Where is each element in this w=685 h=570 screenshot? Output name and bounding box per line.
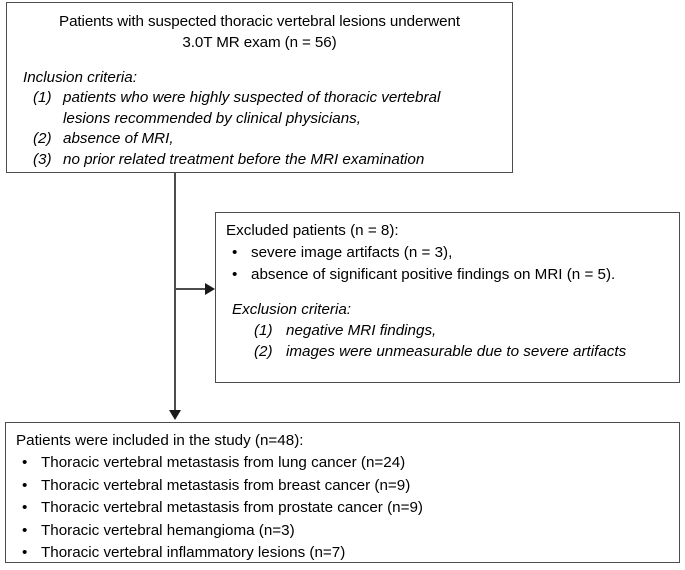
list-item-label: severe image artifacts (n = 3), bbox=[251, 244, 453, 261]
list-item: • Thoracic vertebral metastasis from pro… bbox=[16, 497, 669, 520]
exclusion-criteria-number: (2) bbox=[254, 343, 273, 360]
exclusion-criteria-text: images were unmeasurable due to severe a… bbox=[286, 343, 627, 360]
enrollment-title-line-1: Patients with suspected thoracic vertebr… bbox=[59, 13, 460, 30]
exclusion-criteria-item: (1) negative MRI findings, bbox=[226, 320, 669, 341]
exclusion-criteria-heading: Exclusion criteria: bbox=[232, 301, 352, 318]
bullet-icon: • bbox=[22, 499, 28, 516]
bullet-icon: • bbox=[22, 544, 28, 561]
inclusion-criteria-text: no prior related treatment before the MR… bbox=[63, 150, 425, 168]
list-item: • Thoracic vertebral hemangioma (n=3) bbox=[16, 520, 669, 543]
list-item-label: Thoracic vertebral metastasis from prost… bbox=[41, 499, 423, 516]
list-item-label: Thoracic vertebral inflammatory lesions … bbox=[41, 544, 346, 561]
inclusion-criteria-text: absence of MRI, bbox=[63, 130, 174, 147]
inclusion-criteria-number: (2) bbox=[33, 130, 52, 147]
inclusion-criteria-number: (3) bbox=[33, 150, 52, 168]
included-heading: Patients were included in the study (n=4… bbox=[16, 432, 304, 449]
list-item: • Thoracic vertebral metastasis from lun… bbox=[16, 452, 669, 475]
inclusion-criteria-text: patients who were highly suspected of th… bbox=[63, 88, 512, 129]
enrollment-box: Patients with suspected thoracic vertebr… bbox=[6, 2, 513, 173]
list-item-label: Thoracic vertebral metastasis from breas… bbox=[41, 476, 411, 494]
bullet-icon: • bbox=[232, 266, 238, 283]
list-item-label: Thoracic vertebral metastasis from lung … bbox=[41, 454, 406, 471]
inclusion-criteria-list: (1) patients who were highly suspected o… bbox=[7, 88, 512, 170]
list-item-label: Thoracic vertebral hemangioma (n=3) bbox=[41, 521, 295, 539]
bullet-icon: • bbox=[22, 476, 28, 494]
excluded-bullet-list: • severe image artifacts (n = 3), • abse… bbox=[226, 242, 669, 286]
list-item: • Thoracic vertebral inflammatory lesion… bbox=[16, 542, 669, 565]
excluded-inner: Excluded patients (n = 8): • severe imag… bbox=[216, 213, 679, 362]
exclusion-criteria-list: (1) negative MRI findings, (2) images we… bbox=[226, 320, 669, 362]
bullet-icon: • bbox=[22, 521, 28, 539]
inclusion-criteria-item: (3) no prior related treatment before th… bbox=[7, 150, 512, 171]
included-bullet-list: • Thoracic vertebral metastasis from lun… bbox=[16, 452, 669, 565]
list-item-label: absence of significant positive findings… bbox=[251, 266, 616, 283]
inclusion-criteria-text-line-1: patients who were highly suspected of th… bbox=[63, 89, 441, 106]
excluded-patients-box: Excluded patients (n = 8): • severe imag… bbox=[215, 212, 680, 383]
horizontal-connector-line bbox=[174, 288, 208, 290]
inclusion-criteria-item: (1) patients who were highly suspected o… bbox=[7, 88, 512, 129]
list-item: • Thoracic vertebral metastasis from bre… bbox=[16, 475, 669, 498]
inclusion-criteria-heading: Inclusion criteria: bbox=[23, 69, 137, 86]
inclusion-criteria-text-line-2: lesions recommended by clinical physicia… bbox=[63, 109, 361, 127]
excluded-heading: Excluded patients (n = 8): bbox=[226, 222, 399, 239]
inclusion-criteria-item: (2) absence of MRI, bbox=[7, 129, 512, 150]
arrow-down-icon bbox=[169, 410, 181, 420]
exclusion-criteria-text: negative MRI findings, bbox=[286, 322, 437, 339]
included-inner: Patients were included in the study (n=4… bbox=[6, 423, 679, 565]
list-item: • absence of significant positive findin… bbox=[226, 264, 669, 286]
bullet-icon: • bbox=[22, 454, 28, 471]
enrollment-title-line-2: 3.0T MR exam (n = 56) bbox=[182, 34, 337, 51]
exclusion-criteria-number: (1) bbox=[254, 322, 273, 339]
bullet-icon: • bbox=[232, 244, 238, 261]
list-item: • severe image artifacts (n = 3), bbox=[226, 242, 669, 264]
vertical-connector-line bbox=[174, 173, 176, 416]
inclusion-criteria-number: (1) bbox=[33, 89, 52, 106]
exclusion-criteria-item: (2) images were unmeasurable due to seve… bbox=[226, 341, 669, 362]
enrollment-title-block: Patients with suspected thoracic vertebr… bbox=[7, 3, 512, 53]
arrow-right-icon bbox=[205, 283, 215, 295]
included-patients-box: Patients were included in the study (n=4… bbox=[5, 422, 680, 563]
